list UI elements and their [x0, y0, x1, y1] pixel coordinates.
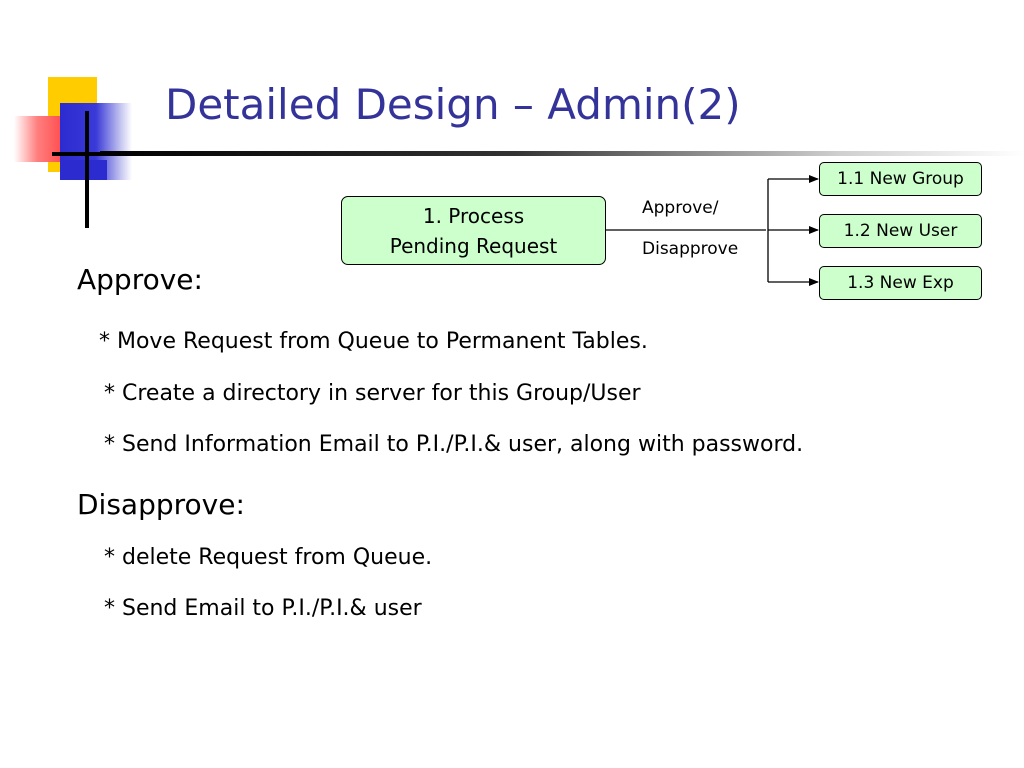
new-group-node: 1.1 New Group [819, 162, 982, 196]
approve-item: * Create a directory in server for this … [104, 381, 641, 406]
logo-blue-square-lower [60, 160, 107, 180]
disapprove-item: * Send Email to P.I./P.I.& user [104, 596, 422, 621]
title-underline-rule [100, 151, 1024, 156]
edge-label-approve: Approve/ [642, 198, 719, 218]
slide-logo-decoration [0, 0, 140, 240]
new-exp-node: 1.3 New Exp [819, 266, 982, 300]
approve-item: * Move Request from Queue to Permanent T… [99, 329, 648, 354]
disapprove-item: * delete Request from Queue. [104, 545, 433, 570]
new-user-node: 1.2 New User [819, 214, 982, 248]
slide-title: Detailed Design – Admin(2) [165, 80, 741, 129]
process-node-label-line1: 1. Process [422, 203, 525, 228]
logo-horizontal-line [52, 152, 110, 156]
approve-item: * Send Information Email to P.I./P.I.& u… [104, 432, 804, 457]
process-pending-request-node: 1. Process Pending Request [341, 196, 606, 265]
edge-label-disapprove: Disapprove [642, 239, 739, 259]
disapprove-heading: Disapprove: [77, 488, 245, 521]
process-node-label-line2: Pending Request [389, 233, 558, 258]
approve-heading: Approve: [77, 263, 203, 296]
logo-vertical-line [85, 111, 89, 228]
